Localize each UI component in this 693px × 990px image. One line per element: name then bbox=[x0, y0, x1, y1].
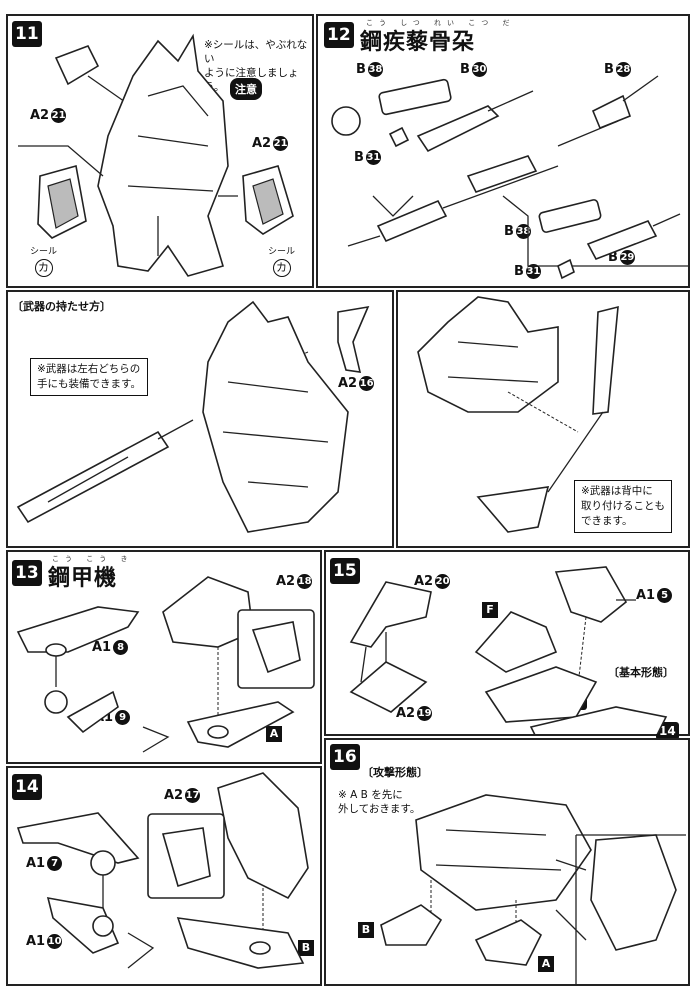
weapon-hold-header: 〔武器の持たせ方〕 bbox=[12, 300, 111, 313]
tag-a: A bbox=[266, 726, 282, 742]
step-12-illustration bbox=[331, 75, 688, 280]
weapon-hand-note: ※武器は左右どちらの 手にも装備できます。 bbox=[30, 358, 148, 396]
back-mount-note: ※武器は背中に 取り付けることも できます。 bbox=[574, 480, 672, 533]
tag-a: A bbox=[538, 956, 554, 972]
tag-f: F bbox=[482, 602, 498, 618]
step-14-illustration bbox=[16, 772, 309, 969]
tag-b: B bbox=[298, 940, 314, 956]
step-15-illustration bbox=[349, 566, 668, 734]
step-title: 鋼甲機 bbox=[48, 565, 118, 591]
basic-mode-label: 〔基本形態〕 bbox=[608, 666, 674, 679]
caution-badge: 注意 bbox=[230, 78, 262, 100]
step-number: 11 bbox=[12, 21, 42, 47]
step-number: 13 bbox=[12, 560, 42, 586]
title-ruby: こう こう き bbox=[52, 555, 134, 563]
step-number: 14 bbox=[12, 774, 42, 800]
step-number: 12 bbox=[324, 22, 354, 48]
step-11-illustration bbox=[18, 33, 294, 277]
title-ruby: こう しつ れい こつ だ bbox=[366, 19, 516, 27]
step-title: 鋼疾藜骨朶 bbox=[360, 29, 476, 55]
step-16-panel: 16 〔攻撃形態〕 ※ A B を先に 外しておきます。 B A bbox=[324, 738, 690, 986]
back-mount-panel: ※武器は背中に 取り付けることも できます。 bbox=[396, 290, 690, 548]
step-16-illustration bbox=[380, 794, 686, 984]
detach-note: ※ A B を先に 外しておきます。 bbox=[338, 789, 421, 815]
seal-label-right: シールカ bbox=[268, 244, 295, 277]
step-13-illustration bbox=[16, 576, 315, 753]
back-mount-illustration bbox=[417, 296, 619, 533]
step-number: 15 bbox=[330, 558, 360, 584]
weapon-hold-illustration bbox=[16, 300, 370, 533]
seal-label-left: シールカ bbox=[30, 244, 57, 277]
sticker-note: ※シールは、やぶれない ように注意しましょう。 bbox=[204, 39, 308, 93]
step-number: 16 bbox=[330, 744, 360, 770]
tag-b: B bbox=[358, 922, 374, 938]
attack-mode-label: 〔攻撃形態〕 bbox=[362, 766, 428, 779]
